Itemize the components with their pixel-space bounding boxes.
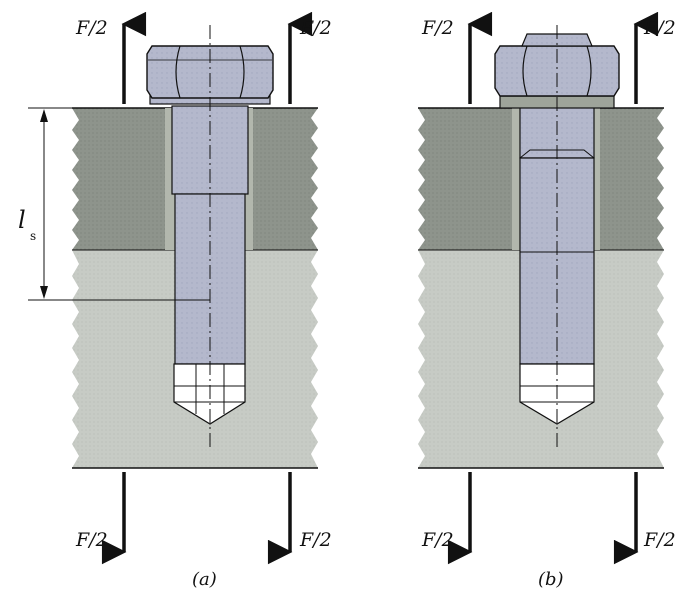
- panel-a-force-top-right: F/2: [299, 17, 332, 39]
- panel-a-force-bottom-left: F/2: [75, 529, 108, 551]
- dimension-ls-label: l: [18, 206, 26, 234]
- panel-a-force-top-left: F/2: [75, 17, 108, 39]
- panel-a-caption: (a): [192, 569, 217, 590]
- panel-a-force-bottom-right: F/2: [299, 529, 332, 551]
- panel-b: F/2 F/2 F/2 F/2 (b): [418, 11, 676, 590]
- panel-b-force-top-left: F/2: [421, 17, 454, 39]
- panel-b-force-bottom-left: F/2: [421, 529, 454, 551]
- panel-b-nut: [494, 45, 620, 97]
- panel-a-bolt-head: [146, 45, 274, 99]
- dimension-ls: l s: [18, 107, 210, 301]
- dimension-ls-subscript: s: [30, 229, 36, 243]
- panel-b-stud-end: [521, 33, 593, 47]
- panel-b-force-top-right: F/2: [643, 17, 676, 39]
- panel-b-force-bottom-right: F/2: [643, 529, 676, 551]
- panel-a: l s F/2 F/2 F/2 F/2 (a): [18, 11, 332, 590]
- panel-b-caption: (b): [538, 569, 564, 590]
